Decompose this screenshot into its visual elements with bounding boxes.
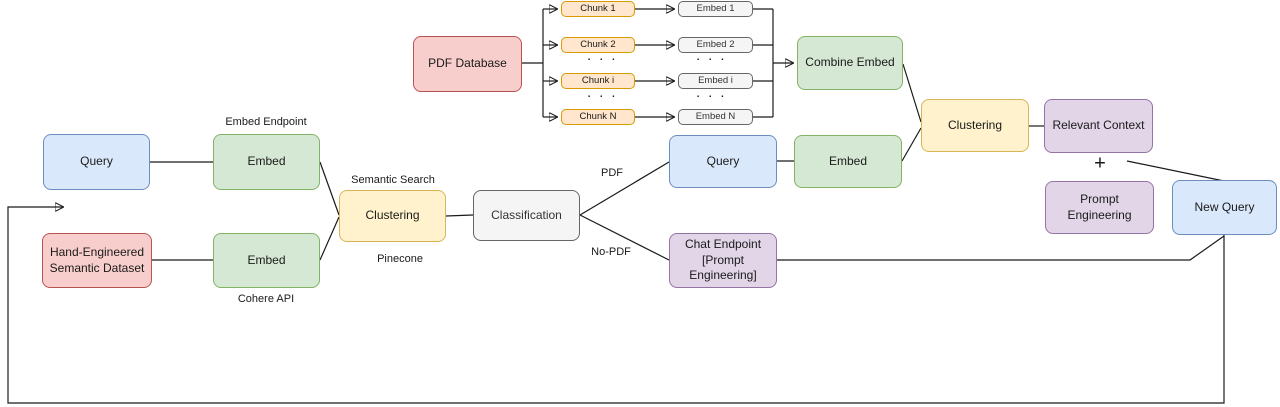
- node-embed-n: Embed N: [678, 109, 753, 125]
- node-chunk-1: Chunk 1: [561, 1, 635, 17]
- node-clustering-left: Clustering: [339, 190, 446, 242]
- node-clustering-top: Clustering: [921, 99, 1029, 152]
- node-embed-1: Embed 1: [678, 1, 753, 17]
- plus-sign: +: [1094, 152, 1106, 175]
- ellipsis-chunks-upper: · · ·: [587, 54, 619, 66]
- node-relevant-context: Relevant Context: [1044, 99, 1153, 153]
- label-pdf-branch: PDF: [601, 167, 623, 179]
- node-embed-mid: Embed: [794, 135, 902, 188]
- node-chat-endpoint: Chat Endpoint [Prompt Engineering]: [669, 233, 777, 288]
- node-embed-2: Embed 2: [678, 37, 753, 53]
- edge-embed-top-to-clustering-left: [319, 161, 340, 216]
- edge-classification-to-chat-nopdf: [579, 214, 670, 261]
- edge-clustering-left-to-classification: [445, 214, 474, 217]
- edge-plus-to-new-query: [1126, 160, 1225, 182]
- node-query-mid: Query: [669, 135, 777, 188]
- label-pinecone: Pinecone: [377, 253, 423, 265]
- edge-pdfdb-branch-trunk: [522, 9, 544, 117]
- edge-classification-to-query-mid-pdf: [579, 161, 670, 216]
- label-no-pdf-branch: No-PDF: [591, 246, 631, 258]
- edge-embeds-collector: [753, 8, 774, 118]
- node-embed-query: Embed: [213, 134, 320, 190]
- node-chunk-2: Chunk 2: [561, 37, 635, 53]
- ellipsis-chunks-lower: · · ·: [587, 91, 619, 103]
- node-chunk-n: Chunk N: [561, 109, 635, 125]
- node-embed-i: Embed i: [678, 73, 753, 89]
- node-pdf-database: PDF Database: [413, 36, 522, 92]
- edge-new-query-loopback: [7, 207, 1225, 404]
- node-query-left: Query: [43, 134, 150, 190]
- node-embed-dataset: Embed: [213, 233, 320, 288]
- edge-chat-endpoint-to-new-query: [777, 235, 1225, 261]
- node-new-query: New Query: [1172, 180, 1277, 235]
- node-classification: Classification: [473, 190, 580, 241]
- edge-embed-mid-to-clustering: [901, 127, 922, 162]
- edge-combine-embed-to-clustering: [902, 63, 922, 123]
- label-embed-endpoint: Embed Endpoint: [225, 116, 307, 128]
- node-hand-engineered-dataset: Hand-Engineered Semantic Dataset: [42, 233, 152, 288]
- node-prompt-engineering: Prompt Engineering: [1045, 181, 1154, 234]
- edge-embed-bottom-to-clustering-left: [319, 216, 340, 261]
- node-chunk-i: Chunk i: [561, 73, 635, 89]
- ellipsis-embeds-upper: · · ·: [696, 54, 728, 66]
- label-semantic-search: Semantic Search: [351, 174, 435, 186]
- label-cohere-api: Cohere API: [237, 293, 295, 305]
- ellipsis-embeds-lower: · · ·: [696, 91, 728, 103]
- node-combine-embed: Combine Embed: [797, 36, 903, 90]
